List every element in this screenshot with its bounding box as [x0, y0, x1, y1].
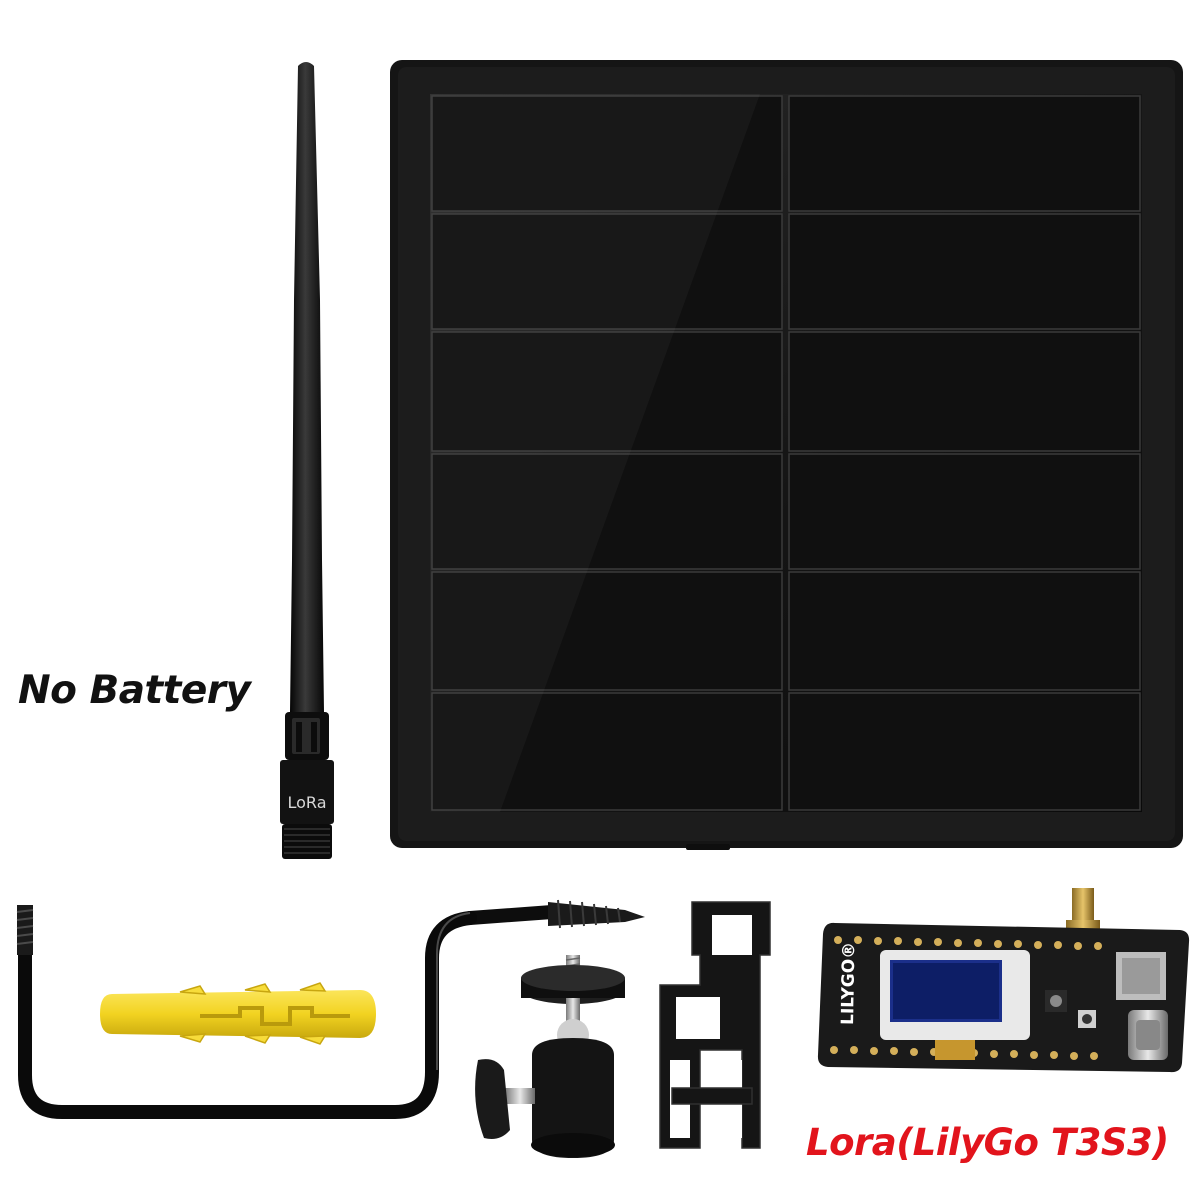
solar-cells: [431, 95, 1141, 811]
lora-board-caption: Lora(LilyGo T3S3): [806, 1121, 1169, 1164]
wall-mount-bracket: [16, 899, 645, 1119]
board-brand-label: LILYGO®: [838, 942, 859, 1025]
yellow-wall-anchor: [100, 982, 376, 1045]
ball-head-mount: [475, 955, 625, 1158]
panel-stand: [659, 901, 771, 1149]
lora-antenna: LoRa: [280, 62, 334, 859]
lilygo-t3s3-board: LILYGO®: [817, 888, 1190, 1073]
antenna-label: LoRa: [288, 793, 327, 812]
no-battery-caption: No Battery: [18, 668, 251, 713]
solar-panel: [390, 60, 1183, 850]
